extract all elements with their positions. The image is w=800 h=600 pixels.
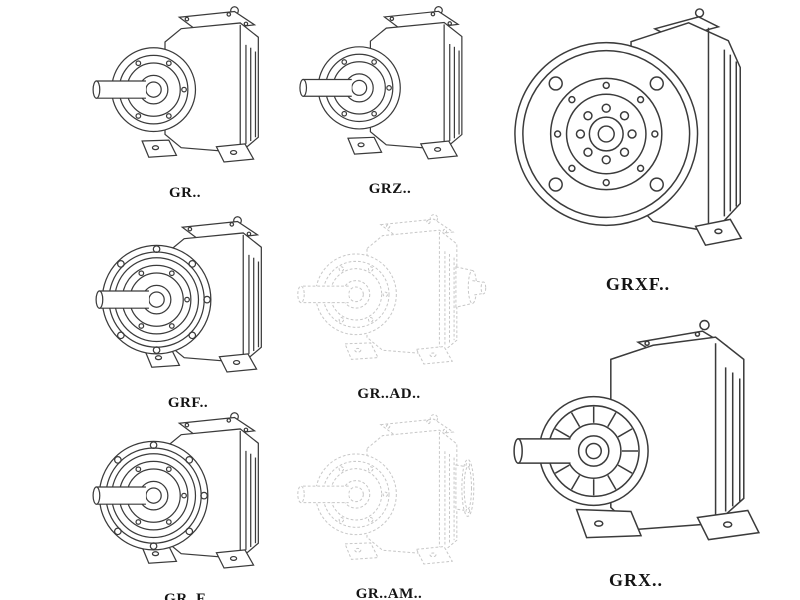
gearbox-drawing-grxf [514, 8, 743, 247]
figure-label-grf: GRF.. [167, 394, 209, 411]
gearbox-drawing-grx [513, 319, 761, 541]
figure-grf: GRF.. [88, 212, 288, 412]
gearbox-drawing-grf [95, 216, 262, 373]
figure-grz: GRZ.. [292, 2, 488, 198]
figure-gr-ad: GR..AD.. [290, 210, 488, 403]
figure-gr-f: GR..F [85, 408, 285, 600]
figure-grx: GRX.. [500, 312, 772, 591]
figure-gr: GR.. [85, 2, 285, 202]
figure-label-gr-am: GR..AM.. [355, 586, 423, 600]
gearbox-drawing-gr-am [297, 414, 475, 565]
figure-label-gr-ad: GR..AD.. [357, 386, 421, 403]
figure-label-grxf: GRXF.. [605, 274, 671, 294]
gearbox-drawing-gr [92, 6, 259, 163]
figure-label-gr: GR.. [169, 184, 201, 201]
figure-grxf: GRXF.. [504, 0, 772, 295]
figure-label-gr-f: GR..F [164, 590, 206, 600]
gearbox-drawing-gr-f [92, 412, 259, 569]
figure-label-grz: GRZ.. [368, 181, 412, 198]
gearbox-drawing-gr-ad [297, 214, 487, 365]
figure-gr-am: GR..AM.. [290, 410, 488, 600]
figure-label-grx: GRX.. [609, 569, 663, 590]
gearbox-drawing-grz [299, 6, 463, 160]
